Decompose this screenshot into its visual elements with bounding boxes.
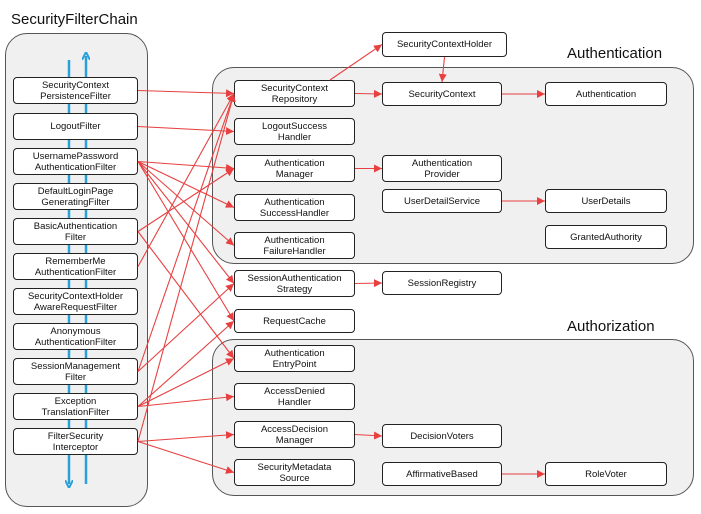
chain-title: SecurityFilterChain [11, 11, 138, 28]
filter-f11: FilterSecurity Interceptor [13, 428, 138, 455]
filter-f10: Exception TranslationFilter [13, 393, 138, 420]
component-ash: Authentication SuccessHandler [234, 194, 355, 221]
filter-f6: RememberMe AuthenticationFilter [13, 253, 138, 280]
component-sas: SessionAuthentication Strategy [234, 270, 355, 297]
filter-f2: LogoutFilter [13, 113, 138, 140]
filter-f5: BasicAuthentication Filter [13, 218, 138, 245]
authorization-title: Authorization [567, 318, 655, 335]
component-sms: SecurityMetadata Source [234, 459, 355, 486]
arrow-sas-to-sr [354, 279, 383, 288]
component-adh: AccessDenied Handler [234, 383, 355, 410]
component-ga: GrantedAuthority [545, 225, 667, 249]
component-adm: AccessDecision Manager [234, 421, 355, 448]
component-ud: UserDetails [545, 189, 667, 213]
component-dv: DecisionVoters [382, 424, 502, 448]
component-sr: SessionRegistry [382, 271, 502, 295]
component-rv: RoleVoter [545, 462, 667, 486]
component-lsh: LogoutSuccess Handler [234, 118, 355, 145]
component-auth: Authentication [545, 82, 667, 106]
component-ab: AffirmativeBased [382, 462, 502, 486]
filter-f7: SecurityContextHolder AwareRequestFilter [13, 288, 138, 315]
component-sc: SecurityContext [382, 82, 502, 106]
component-am: Authentication Manager [234, 155, 355, 182]
component-rc: RequestCache [234, 309, 355, 333]
filter-f3: UsernamePassword AuthenticationFilter [13, 148, 138, 175]
component-uds: UserDetailService [382, 189, 502, 213]
component-afh: Authentication FailureHandler [234, 232, 355, 259]
authentication-title: Authentication [567, 45, 663, 62]
filter-f9: SessionManagement Filter [13, 358, 138, 385]
component-ap: Authentication Provider [382, 155, 502, 182]
component-sch: SecurityContextHolder [382, 32, 507, 57]
component-scr: SecurityContext Repository [234, 80, 355, 107]
filter-f8: Anonymous AuthenticationFilter [13, 323, 138, 350]
filter-f4: DefaultLoginPage GeneratingFilter [13, 183, 138, 210]
component-aep: Authentication EntryPoint [234, 345, 355, 372]
filter-f1: SecurityContext PersistenceFilter [13, 77, 138, 104]
